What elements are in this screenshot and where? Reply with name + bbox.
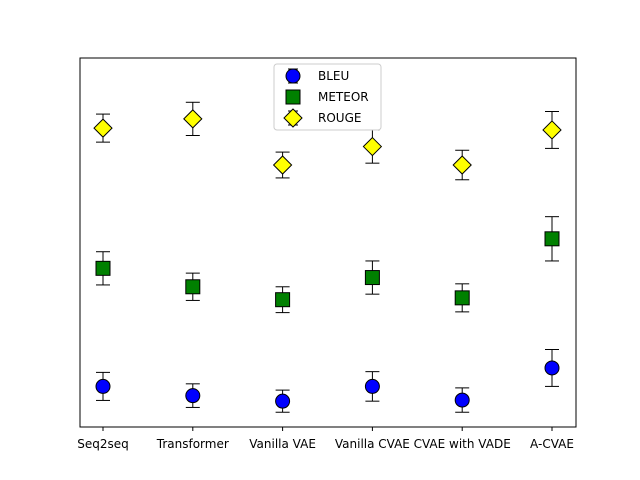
markers — [93, 109, 562, 409]
x-tick-label: Vanilla CVAE — [335, 437, 410, 451]
bleu-point — [364, 378, 380, 394]
rouge-point — [362, 136, 383, 157]
legend-label-rouge: ROUGE — [318, 111, 361, 125]
x-tick-label: Transformer — [156, 437, 229, 451]
rouge-point — [452, 155, 472, 175]
x-tick-label: A-CVAE — [530, 437, 574, 451]
legend-marker-bleu — [285, 68, 301, 84]
meteor-point — [544, 231, 560, 247]
rouge-point — [183, 109, 203, 129]
meteor-point — [275, 292, 291, 308]
bleu-point — [275, 393, 291, 409]
legend-marker-rouge — [283, 108, 303, 128]
rouge-point — [272, 155, 293, 175]
legend-label-meteor: METEOR — [318, 90, 369, 104]
legend-box — [273, 63, 382, 131]
x-axis: Seq2seq Transformer Vanilla VAE Vanilla CVA… — [77, 427, 574, 451]
x-tick-label: CVAE with VADE — [414, 437, 511, 451]
bleu-point — [454, 392, 470, 408]
meteor-point — [95, 260, 111, 276]
x-tick-label: Seq2seq — [77, 437, 129, 451]
bleu-point — [95, 378, 111, 394]
meteor-point — [454, 290, 470, 306]
meteor-point — [185, 279, 201, 295]
meteor-point — [364, 270, 380, 286]
rouge-point — [93, 118, 113, 138]
legend-label-bleu: BLEU — [318, 69, 349, 83]
legend: BLEU METEOR ROUGE — [273, 63, 382, 131]
x-tick-label: Vanilla VAE — [249, 437, 316, 451]
rouge-point — [542, 120, 562, 140]
legend-marker-meteor — [285, 89, 301, 105]
bleu-point — [185, 388, 201, 404]
bleu-point — [544, 360, 560, 376]
